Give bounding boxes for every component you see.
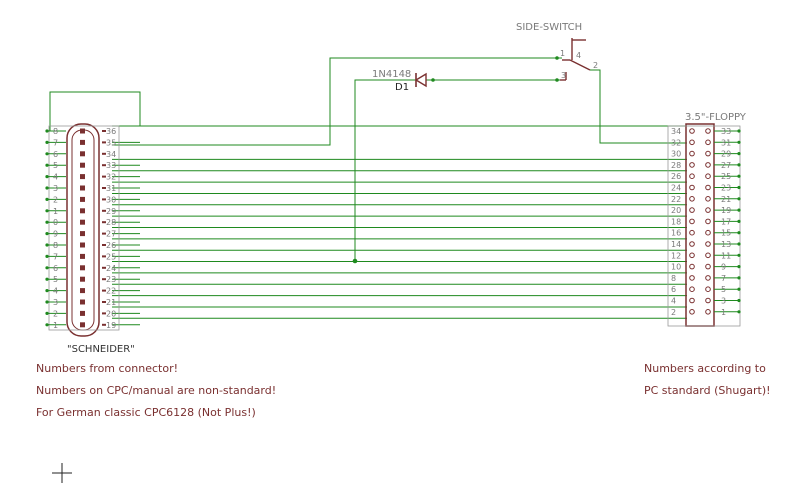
left-outer-pin-label: 5 — [53, 275, 58, 284]
left-inner-pin-label: 33 — [106, 161, 116, 170]
floppy-even-pin-label: 26 — [671, 172, 681, 181]
left-outer-pin-label: 6 — [53, 150, 58, 159]
left-outer-pin-label: 6 — [53, 264, 58, 273]
floppy-even-pin-label: 28 — [671, 161, 681, 170]
floppy-odd-pin-label: 33 — [721, 127, 731, 136]
left-inner-pin-label: 32 — [106, 173, 116, 182]
switch-pin-2: 2 — [593, 61, 598, 70]
floppy-odd-pin-label: 29 — [721, 150, 731, 159]
left-inner-pin-label: 27 — [106, 230, 116, 239]
left-inner-pin-label: 36 — [106, 127, 116, 136]
left-outer-pin-label: 3 — [53, 298, 58, 307]
floppy-even-pin-label: 22 — [671, 195, 681, 204]
floppy-odd-pin-label: 31 — [721, 138, 731, 147]
floppy-odd-pin-label: 23 — [721, 184, 731, 193]
notes-right: Numbers according to PC standard (Shugar… — [644, 362, 771, 397]
note-left-1: Numbers from connector! — [36, 362, 178, 375]
left-outer-pin-label: 7 — [53, 138, 58, 147]
side-switch-label: SIDE-SWITCH — [516, 22, 582, 33]
floppy-even-pin-label: 6 — [671, 285, 676, 294]
floppy-odd-pin-label: 15 — [721, 229, 731, 238]
left-inner-pin-label: 22 — [106, 287, 116, 296]
origin-cross-icon — [52, 463, 72, 483]
left-outer-pin-label: 9 — [53, 230, 58, 239]
left-outer-pin-label: 1 — [53, 207, 58, 216]
left-outer-pin-label: 4 — [53, 173, 58, 182]
left-outer-pin-label: 2 — [53, 309, 58, 318]
left-inner-pin-label: 30 — [106, 195, 116, 204]
floppy-odd-pin-label: 21 — [721, 195, 731, 204]
left-inner-pin-label: 25 — [106, 252, 116, 261]
floppy-odd-pin-label: 7 — [721, 274, 726, 283]
floppy-even-pin-label: 34 — [671, 127, 681, 136]
floppy-odd-pin-label: 5 — [721, 285, 726, 294]
floppy-even-pin-label: 14 — [671, 240, 681, 249]
notes-left: Numbers from connector! Numbers on CPC/m… — [36, 362, 276, 419]
diode-ref-label: D1 — [395, 82, 409, 93]
floppy-odd-pin-label: 17 — [721, 217, 731, 226]
left-outer-pin-label: 4 — [53, 287, 58, 296]
left-outer-pin-label: 0 — [53, 218, 58, 227]
floppy-even-pin-label: 30 — [671, 150, 681, 159]
floppy-even-pin-label: 20 — [671, 206, 681, 215]
left-inner-pin-label: 20 — [106, 309, 116, 318]
left-inner-pin-label: 28 — [106, 218, 116, 227]
note-left-3: For German classic CPC6128 (Not Plus!) — [36, 406, 256, 419]
floppy-even-pin-label: 4 — [671, 297, 676, 306]
floppy-odd-pin-label: 11 — [721, 251, 731, 260]
floppy-even-pin-label: 12 — [671, 251, 681, 260]
diode-d1: 1N4148 D1 — [372, 69, 427, 93]
floppy-even-pin-label: 18 — [671, 217, 681, 226]
left-inner-pin-label: 21 — [106, 298, 116, 307]
floppy-even-pin-label: 32 — [671, 138, 681, 147]
left-inner-pin-label: 34 — [106, 150, 116, 159]
floppy-odd-pin-label: 19 — [721, 206, 731, 215]
floppy-odd-pin-label: 13 — [721, 240, 731, 249]
switch-pin-3: 3 — [561, 71, 566, 80]
note-right-1: Numbers according to — [644, 362, 766, 375]
diode-type-label: 1N4148 — [372, 69, 411, 80]
floppy-odd-pin-label: 1 — [721, 308, 726, 317]
left-outer-pin-label: 5 — [53, 161, 58, 170]
floppy-even-pin-label: 24 — [671, 184, 681, 193]
floppy-even-pin-label: 2 — [671, 308, 676, 317]
left-inner-pin-label: 19 — [106, 321, 116, 330]
floppy-odd-pin-label: 3 — [721, 297, 726, 306]
switch-pin-4: 4 — [576, 51, 581, 60]
left-outer-pin-label: 3 — [53, 184, 58, 193]
left-outer-pin-label: 1 — [53, 321, 58, 330]
switch-pin-1: 1 — [560, 49, 565, 58]
left-outer-pin-label: 2 — [53, 195, 58, 204]
left-inner-pin-label: 23 — [106, 275, 116, 284]
note-right-2: PC standard (Shugart)! — [644, 384, 771, 397]
left-inner-pin-label: 31 — [106, 184, 116, 193]
schneider-label: "SCHNEIDER" — [67, 344, 135, 355]
ribbon-wires — [49, 56, 687, 326]
left-inner-pin-label: 26 — [106, 241, 116, 250]
left-inner-pin-label: 24 — [106, 264, 116, 273]
floppy-odd-pin-label: 25 — [721, 172, 731, 181]
side-switch: SIDE-SWITCH 1 2 3 4 — [516, 22, 598, 81]
note-left-2: Numbers on CPC/manual are non-standard! — [36, 384, 276, 397]
floppy-even-pin-label: 16 — [671, 229, 681, 238]
floppy-even-pin-label: 10 — [671, 263, 681, 272]
left-outer-pin-label: 8 — [53, 241, 58, 250]
floppy-odd-pin-label: 27 — [721, 161, 731, 170]
floppy-odd-pin-label: 9 — [721, 263, 726, 272]
left-inner-pin-label: 35 — [106, 138, 116, 147]
left-outer-pin-label: 8 — [53, 127, 58, 136]
floppy-label: 3.5"-FLOPPY — [685, 112, 747, 123]
left-inner-pin-label: 29 — [106, 207, 116, 216]
floppy-even-pin-label: 8 — [671, 274, 676, 283]
left-outer-pin-label: 7 — [53, 252, 58, 261]
